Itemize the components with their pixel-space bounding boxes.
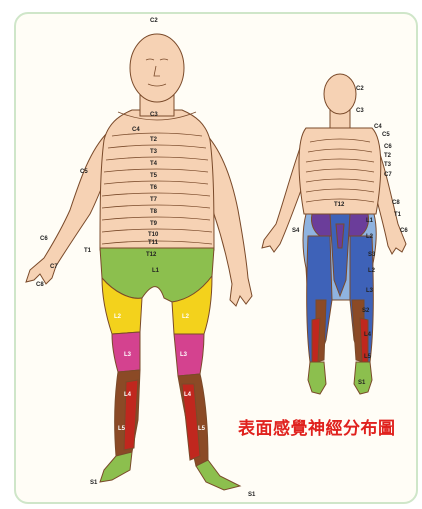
dermatome-label-front_labels-l4a: L4 [124, 392, 132, 398]
dermatome-label-back_labels-l2a: L2 [366, 234, 374, 240]
dermatome-label-back_labels-c2: C2 [356, 86, 364, 92]
dermatome-label-back_labels-l4: L4 [364, 332, 372, 338]
dermatome-label-front_labels-t6: T6 [150, 185, 158, 191]
dermatome-label-front_labels-t8: T8 [150, 209, 158, 215]
dermatome-label-front_labels-c6: C6 [40, 236, 48, 242]
dermatome-label-front_labels-l2a: L2 [114, 314, 122, 320]
dermatome-label-front_labels-t1: T1 [84, 248, 92, 254]
dermatome-label-front_labels-t2: T2 [150, 137, 158, 143]
dermatome-label-front_labels-t11: T11 [148, 240, 159, 246]
dermatome-label-back_labels-c8: C8 [392, 200, 400, 206]
dermatome-label-back_labels-s2: S2 [362, 308, 370, 314]
dermatome-label-front_labels-l4b: L4 [184, 392, 192, 398]
dermatome-label-front_labels-t12: T12 [146, 252, 157, 258]
dermatome-label-front_labels-c2: C2 [150, 18, 158, 24]
dermatome-label-front_labels-t10: T10 [148, 232, 159, 238]
dermatome-label-front_labels-t4: T4 [150, 161, 158, 167]
dermatome-label-front_labels-l3b: L3 [180, 352, 188, 358]
dermatome-label-back_labels-c6b: C6 [400, 228, 408, 234]
dermatome-label-front_labels-c5: C5 [80, 169, 88, 175]
dermatome-label-back_labels-c3: C3 [356, 108, 364, 114]
dermatome-label-back_labels-l3: L3 [366, 288, 374, 294]
dermatome-label-front_labels-l5b: L5 [198, 426, 206, 432]
dermatome-label-front_labels-t7: T7 [150, 197, 158, 203]
dermatome-label-back_labels-t3: T3 [384, 162, 392, 168]
dermatome-label-front_labels-l3a: L3 [124, 352, 132, 358]
dermatome-label-back_labels-s3: S3 [368, 252, 376, 258]
dermatome-label-back_labels-t2: T2 [384, 153, 392, 159]
dermatome-label-back_labels-c7: C7 [384, 172, 392, 178]
dermatome-label-back_labels-c4: C4 [374, 124, 382, 130]
dermatome-label-front_labels-c7: C7 [50, 264, 58, 270]
dermatome-label-front_labels-s1a: S1 [90, 480, 98, 486]
dermatome-label-back_labels-t12: T12 [334, 202, 345, 208]
dermatome-label-back_labels-c5: C5 [382, 132, 390, 138]
back-body-figure [262, 74, 406, 394]
dermatome-label-front_labels-c8: C8 [36, 282, 44, 288]
dermatome-label-back_labels-t1: T1 [394, 212, 402, 218]
dermatome-label-front_labels-l1: L1 [152, 268, 160, 274]
dermatome-label-front_labels-t3: T3 [150, 149, 158, 155]
dermatome-label-back_labels-l2b: L2 [368, 268, 376, 274]
front-body-figure [26, 34, 252, 490]
dermatome-label-front_labels-l2b: L2 [182, 314, 190, 320]
dermatome-label-back_labels-s1: S1 [358, 380, 366, 386]
dermatome-label-front_labels-t9: T9 [150, 221, 158, 227]
diagram-title: 表面感覺神經分布圖 [238, 414, 396, 439]
dermatome-label-back_labels-l5: L5 [364, 354, 372, 360]
dermatome-label-back_labels-c6a: C6 [384, 144, 392, 150]
dermatome-label-front_labels-c3: C3 [150, 112, 158, 118]
dermatome-label-back_labels-s4: S4 [292, 228, 300, 234]
dermatome-label-front_labels-s1b: S1 [248, 492, 256, 498]
dermatome-label-back_labels-l1: L1 [366, 218, 374, 224]
dermatome-label-front_labels-c4: C4 [132, 127, 140, 133]
dermatome-label-front_labels-l5a: L5 [118, 426, 126, 432]
dermatome-label-front_labels-t5: T5 [150, 173, 158, 179]
